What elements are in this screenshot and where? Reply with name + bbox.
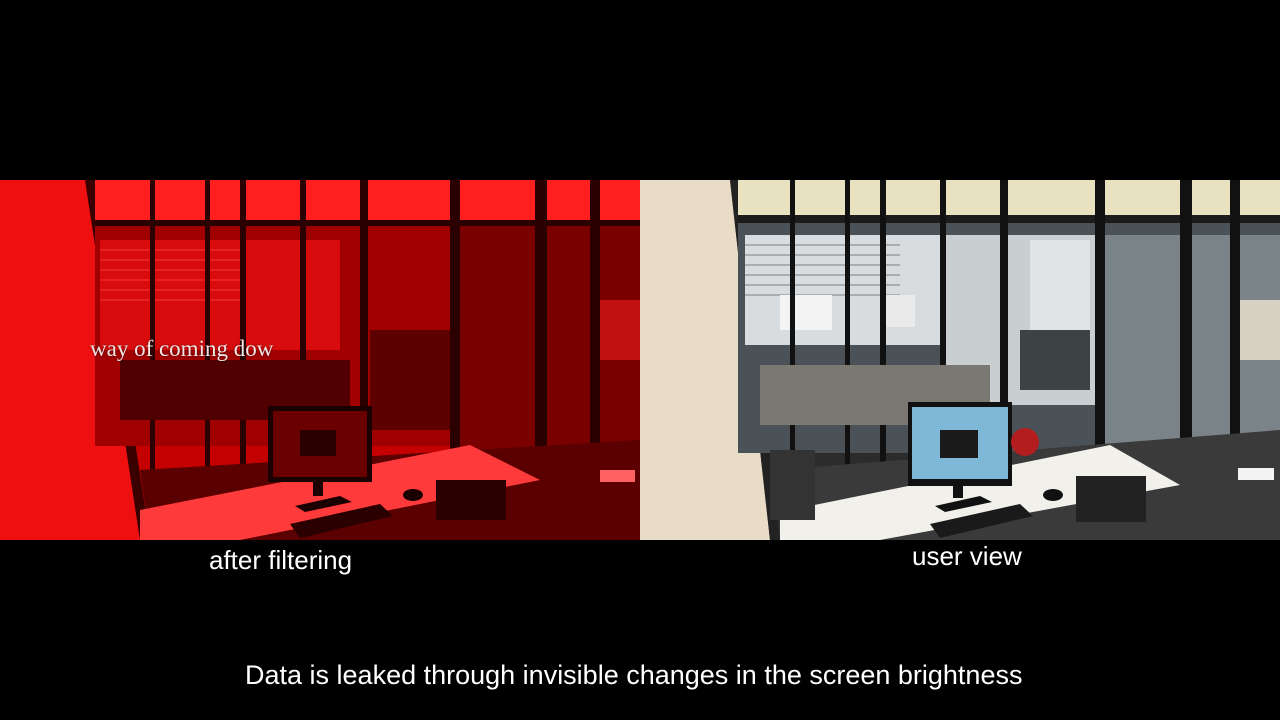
user-view-office-scene	[640, 180, 1280, 540]
after-filtering-caption: after filtering	[209, 545, 353, 575]
subtitle-caption: Data is leaked through invisible changes…	[245, 660, 1023, 690]
decoded-text-overlay: way of coming dow	[90, 336, 274, 361]
user-view-caption: user view	[912, 541, 1022, 571]
user-view-office-photo	[640, 180, 1280, 540]
filtered-office-scene	[0, 180, 640, 540]
filtered-office-photo	[0, 180, 640, 540]
